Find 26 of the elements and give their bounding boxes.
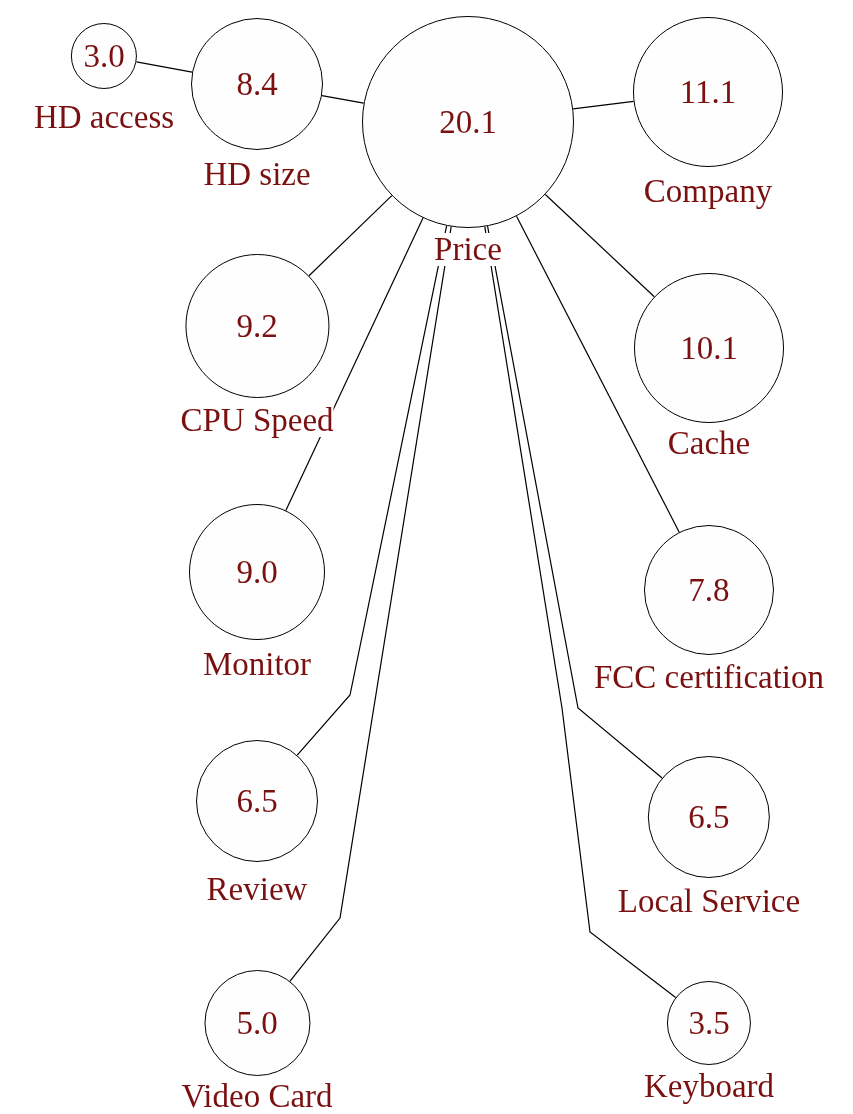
connector-line (296, 225, 448, 756)
node-label: Price (434, 233, 502, 266)
connector-line (484, 226, 677, 999)
connector-line (308, 195, 393, 277)
node-value: 5.0 (236, 1006, 278, 1040)
node-value: 9.2 (236, 309, 278, 343)
connector-line (135, 61, 193, 73)
connector-line (289, 226, 452, 982)
node-value: 6.5 (688, 800, 730, 834)
node-value: 10.1 (680, 331, 738, 365)
connector-line (486, 225, 663, 779)
connector-line (321, 95, 365, 104)
node-value: 7.8 (688, 573, 730, 607)
node-label: Keyboard (643, 1070, 775, 1103)
connector-line (572, 100, 635, 110)
node-label: CPU Speed (180, 404, 334, 437)
connector-line (544, 193, 655, 298)
node-value: 9.0 (236, 555, 278, 589)
node-value: 6.5 (236, 784, 278, 818)
connector-line (285, 217, 424, 512)
node-value: 11.1 (679, 75, 737, 109)
node-value: 20.1 (439, 105, 497, 139)
node-value: 8.4 (236, 67, 278, 101)
node-value: 3.5 (688, 1006, 730, 1040)
connector-line (515, 215, 680, 533)
node-value: 3.0 (83, 39, 125, 73)
